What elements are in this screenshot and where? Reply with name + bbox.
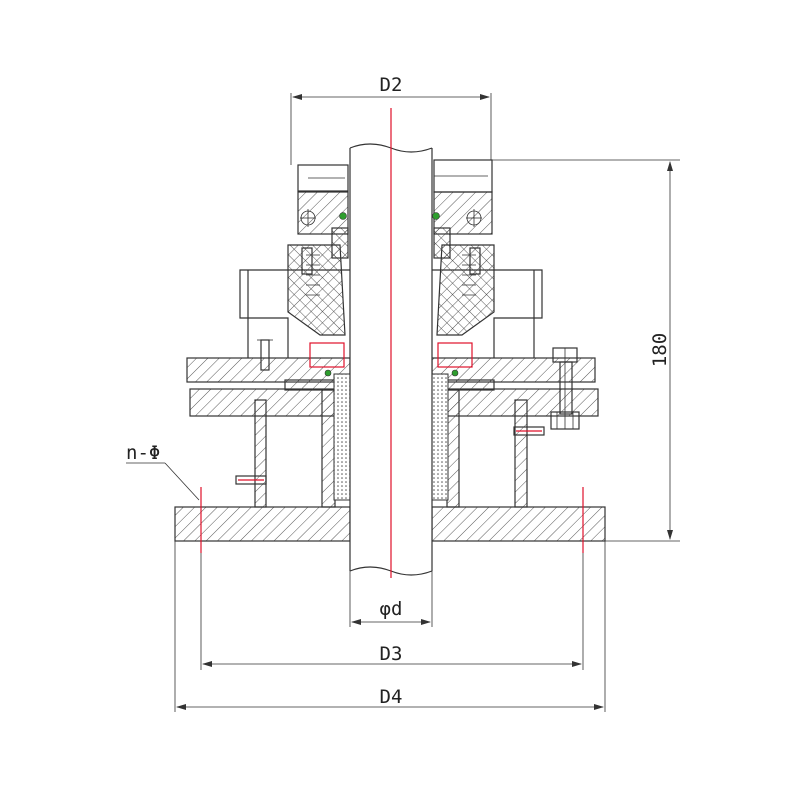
flush-port-right	[513, 426, 545, 436]
d3-label: D3	[380, 643, 403, 665]
o-rings	[324, 212, 459, 377]
base-flange	[174, 506, 606, 542]
seal-head-left	[287, 164, 349, 336]
seal-rings	[309, 342, 473, 368]
seal-head-right	[433, 159, 495, 336]
dimension-shaft: φd	[349, 571, 433, 627]
dimension-d4: D4	[174, 541, 606, 712]
holes-label: n-Φ	[126, 442, 160, 464]
dimension-height: 180	[434, 159, 680, 542]
shaft-diameter-label: φd	[380, 598, 403, 620]
d4-label: D4	[380, 686, 403, 708]
dimension-d3: D3	[200, 553, 584, 670]
flush-port-left	[235, 475, 267, 485]
centerlines	[200, 108, 584, 578]
height-label: 180	[649, 333, 671, 367]
holes-leader: n-Φ	[126, 442, 200, 501]
springs	[301, 247, 481, 296]
dimension-d2: D2	[290, 74, 492, 165]
bolt	[550, 347, 580, 430]
seal-housing	[239, 269, 543, 358]
d2-label: D2	[380, 74, 403, 96]
pin	[257, 339, 273, 371]
